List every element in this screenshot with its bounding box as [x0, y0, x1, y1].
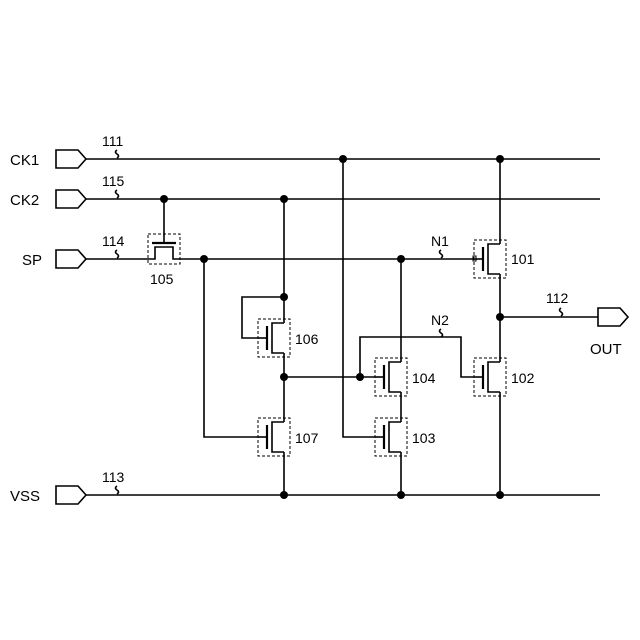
wire-ref-115-text: 115 [102, 173, 125, 189]
ck1-to-103-gate-wire [343, 159, 376, 437]
junction-dot [280, 491, 288, 499]
wire-ref-112-tick [560, 308, 563, 316]
transistor-104-channel [389, 362, 401, 392]
transistor-105-channel [150, 247, 178, 259]
terminal-sp: SP [22, 250, 86, 269]
transistor-107: 107 [258, 418, 319, 456]
node-n2-text: N2 [431, 312, 449, 328]
ck2-terminal-shape [56, 190, 86, 208]
transistor-101-label: 101 [511, 251, 535, 267]
wire-ref-112-text: 112 [546, 290, 569, 306]
out-label: OUT [590, 341, 622, 358]
node-n1: N1 [431, 233, 449, 258]
sp-node-to-107-gate-wire [204, 259, 259, 437]
junction-dot [160, 195, 168, 203]
node-n1-text: N1 [431, 233, 449, 249]
transistor-106: 106 [258, 319, 319, 357]
junction-dot [200, 255, 208, 263]
vss-label: VSS [10, 488, 40, 505]
junction-dot [280, 195, 288, 203]
junction-dot [356, 373, 364, 381]
ck1-terminal-shape [56, 150, 86, 168]
node-n2-tick [440, 329, 443, 337]
transistor-101-channel [488, 244, 500, 274]
vss-terminal-shape [56, 486, 86, 504]
wire-ref-114-text: 114 [102, 233, 125, 249]
transistor-104: 104 [375, 358, 436, 396]
terminal-ck1: CK1 [10, 150, 86, 169]
sp-terminal-shape [56, 250, 86, 268]
ck1-label: CK1 [10, 152, 39, 169]
wire-ref-112: 112 [546, 290, 569, 316]
junction-dot [496, 313, 504, 321]
106-gate-diode-wire [242, 297, 284, 338]
transistor-106-label: 106 [295, 331, 319, 347]
transistor-101: 101 [473, 240, 535, 278]
transistor-105: 105 [148, 234, 180, 287]
wire-ref-113: 113 [102, 469, 125, 494]
wire-ref-113-tick [116, 486, 119, 494]
junction-dot [339, 155, 347, 163]
transistor-103-label: 103 [412, 430, 436, 446]
ck2-label: CK2 [10, 192, 39, 209]
wire-ref-115: 115 [102, 173, 125, 198]
transistor-107-channel [272, 422, 284, 452]
wire-ref-111: 111 [102, 133, 123, 158]
transistor-102-label: 102 [511, 370, 535, 386]
wire-ref-115-tick [116, 190, 119, 198]
junction-dot [397, 491, 405, 499]
node-n2: N2 [431, 312, 449, 337]
transistor-102: 102 [474, 358, 535, 396]
terminal-vss: VSS [10, 486, 86, 505]
node-n1-tick [440, 250, 443, 258]
terminal-out: OUT [590, 308, 628, 358]
transistor-103-channel [389, 422, 401, 452]
wire-ref-111-text: 111 [102, 133, 123, 149]
junction-dot [280, 293, 288, 301]
wire-ref-114: 114 [102, 233, 125, 258]
out-terminal-shape [598, 308, 628, 326]
transistor-103: 103 [375, 418, 436, 456]
junction-dot [496, 491, 504, 499]
transistor-107-label: 107 [295, 430, 319, 446]
terminal-ck2: CK2 [10, 190, 86, 209]
junction-dot [397, 255, 405, 263]
wire-ref-114-tick [116, 250, 119, 258]
transistor-105-label: 105 [150, 271, 174, 287]
wire-ref-113-text: 113 [102, 469, 125, 485]
junction-dot [496, 155, 504, 163]
wire-ref-111-tick [116, 150, 119, 158]
sp-label: SP [22, 252, 42, 269]
transistor-106-channel [272, 323, 284, 353]
transistor-104-label: 104 [412, 370, 436, 386]
junction-dot [280, 373, 288, 381]
transistor-102-channel [488, 362, 500, 392]
